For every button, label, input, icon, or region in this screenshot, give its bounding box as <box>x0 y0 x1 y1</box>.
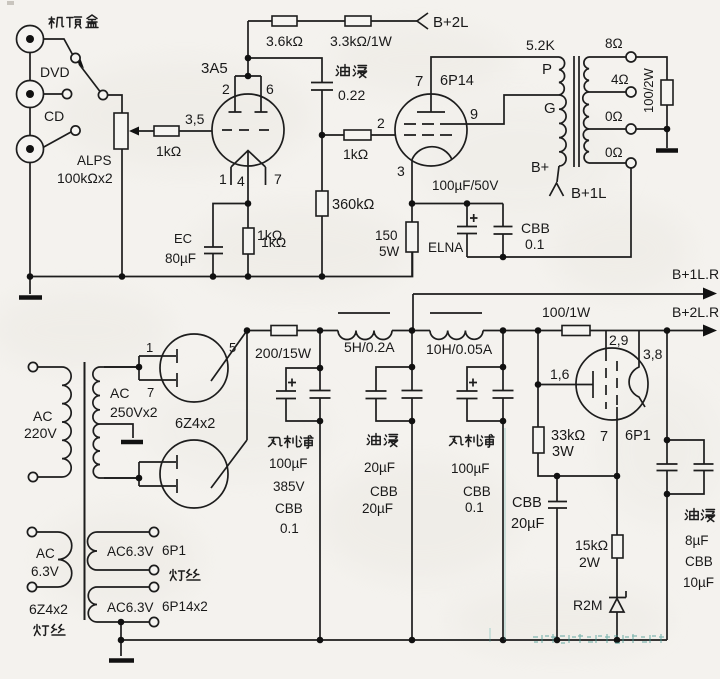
svg-text:3: 3 <box>397 163 405 179</box>
svg-text:8Ω: 8Ω <box>605 36 623 51</box>
svg-text:9: 9 <box>470 107 478 123</box>
svg-text:7: 7 <box>274 171 282 187</box>
svg-text:1kΩ: 1kΩ <box>261 234 286 250</box>
svg-text:0.22: 0.22 <box>338 87 365 103</box>
svg-text:250Vx2: 250Vx2 <box>110 404 158 420</box>
svg-text:0Ω: 0Ω <box>605 145 623 160</box>
svg-text:100µF/50V: 100µF/50V <box>432 178 498 193</box>
svg-text:AC: AC <box>33 408 52 424</box>
svg-text:15kΩ: 15kΩ <box>575 537 608 553</box>
svg-text:AC: AC <box>36 546 55 561</box>
svg-text:1kΩ: 1kΩ <box>257 227 282 243</box>
svg-text:6P1: 6P1 <box>625 428 651 444</box>
svg-text:CBB: CBB <box>370 484 398 499</box>
svg-text:3.3kΩ/1W: 3.3kΩ/1W <box>330 33 393 49</box>
svg-text:CD: CD <box>44 108 64 124</box>
svg-text:1kΩ: 1kΩ <box>156 143 181 159</box>
svg-text:2: 2 <box>222 81 230 97</box>
svg-text:CBB: CBB <box>521 220 550 236</box>
svg-text:2W: 2W <box>579 554 601 570</box>
svg-text:B+1L.R: B+1L.R <box>672 266 719 282</box>
svg-text:3.6kΩ: 3.6kΩ <box>266 33 303 49</box>
svg-text:100µF: 100µF <box>269 456 308 471</box>
svg-text:G: G <box>544 100 556 117</box>
svg-text:B+2L: B+2L <box>433 14 468 31</box>
svg-text:33kΩ: 33kΩ <box>551 428 585 444</box>
svg-text:ALPS: ALPS <box>77 153 112 168</box>
svg-text:4Ω: 4Ω <box>611 72 629 87</box>
svg-text:2: 2 <box>377 115 385 131</box>
svg-text:150: 150 <box>375 228 398 243</box>
svg-text:4: 4 <box>237 173 245 189</box>
svg-text:0.1: 0.1 <box>525 236 545 252</box>
svg-text:CBB: CBB <box>275 501 303 516</box>
svg-text:B+1L: B+1L <box>571 185 606 202</box>
svg-text:5W: 5W <box>379 244 400 259</box>
svg-text:CBB: CBB <box>463 484 491 499</box>
svg-text:6P14: 6P14 <box>440 73 474 89</box>
svg-text:100/1W: 100/1W <box>542 304 591 320</box>
svg-text:10H/0.05A: 10H/0.05A <box>426 341 493 357</box>
svg-text:AC6.3V: AC6.3V <box>107 600 154 615</box>
svg-text:3,8: 3,8 <box>643 346 663 362</box>
svg-text:6Z4x2: 6Z4x2 <box>29 601 68 617</box>
svg-text:B+2L.R: B+2L.R <box>672 304 719 320</box>
svg-text:100µF: 100µF <box>451 461 490 476</box>
svg-text:6: 6 <box>266 81 274 97</box>
svg-text:3,5: 3,5 <box>185 111 205 127</box>
svg-text:360kΩ: 360kΩ <box>332 197 374 213</box>
svg-text:20µF: 20µF <box>362 501 393 516</box>
svg-text:B+: B+ <box>531 160 549 176</box>
svg-text:1,6: 1,6 <box>550 366 570 382</box>
svg-text:R2M: R2M <box>573 597 603 613</box>
svg-text:1kΩ: 1kΩ <box>343 146 368 162</box>
svg-text:220V: 220V <box>24 425 57 441</box>
svg-text:100/2W: 100/2W <box>641 67 656 113</box>
svg-text:2,9: 2,9 <box>609 332 629 348</box>
svg-text:AC: AC <box>110 385 129 401</box>
svg-text:385V: 385V <box>273 479 305 494</box>
svg-text:0Ω: 0Ω <box>605 109 623 124</box>
svg-text:7: 7 <box>147 385 154 400</box>
svg-text:1: 1 <box>146 340 153 355</box>
svg-text:ELNA: ELNA <box>428 240 463 255</box>
svg-text:3A5: 3A5 <box>201 60 228 77</box>
svg-text:7: 7 <box>415 73 423 90</box>
svg-text:8µF: 8µF <box>685 533 709 548</box>
svg-text:20µF: 20µF <box>364 460 395 475</box>
svg-text:200/15W: 200/15W <box>255 345 312 361</box>
svg-text:100kΩx2: 100kΩx2 <box>57 170 113 186</box>
svg-text:0.1: 0.1 <box>465 500 484 515</box>
svg-text:1: 1 <box>219 171 227 187</box>
svg-text:3W: 3W <box>552 444 574 460</box>
svg-text:0.1: 0.1 <box>280 521 299 536</box>
svg-text:P: P <box>542 61 552 78</box>
svg-text:5H/0.2A: 5H/0.2A <box>344 339 395 355</box>
svg-text:CBB: CBB <box>512 495 542 511</box>
svg-text:6P14x2: 6P14x2 <box>162 599 208 614</box>
svg-text:6Z4x2: 6Z4x2 <box>175 416 215 432</box>
svg-text:EC: EC <box>174 231 192 246</box>
svg-text:DVD: DVD <box>40 64 70 80</box>
svg-text:7: 7 <box>600 429 608 445</box>
svg-text:80µF: 80µF <box>165 251 196 266</box>
svg-text:10µF: 10µF <box>683 575 714 590</box>
svg-text:5.2K: 5.2K <box>526 37 555 53</box>
svg-text:6P1: 6P1 <box>162 543 186 558</box>
svg-text:CBB: CBB <box>685 554 713 569</box>
svg-text:6.3V: 6.3V <box>31 564 59 579</box>
svg-text:5: 5 <box>229 340 236 355</box>
svg-text:AC6.3V: AC6.3V <box>107 544 154 559</box>
svg-text:20µF: 20µF <box>511 516 544 532</box>
